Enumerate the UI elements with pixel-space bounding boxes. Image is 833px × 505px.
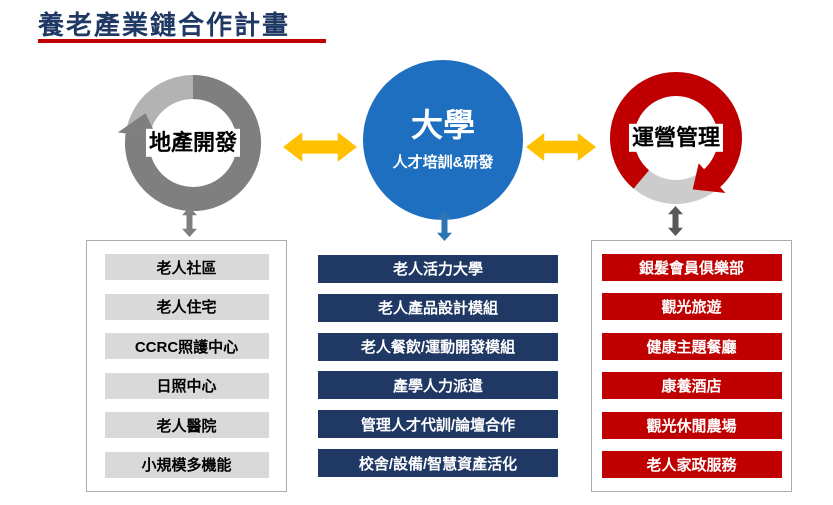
vertical-double-arrow-icon — [668, 206, 683, 236]
university-title: 大學 — [410, 106, 475, 143]
horizontal-double-arrow-icon — [283, 132, 357, 162]
real-estate-label: 地產開發 — [145, 128, 241, 158]
list-item: 觀光休閒農場 — [601, 411, 782, 439]
list-item: 小規模多機能 — [104, 451, 269, 478]
list-item: 康養酒店 — [601, 372, 782, 400]
vertical-double-arrow-icon — [182, 207, 197, 237]
operations-label: 運營管理 — [628, 123, 724, 153]
operations-panel: 銀髮會員俱樂部 觀光旅遊 健康主題餐廳 康養酒店 觀光休閒農場 老人家政服務 — [591, 240, 792, 492]
list-item: 銀髮會員俱樂部 — [601, 253, 782, 281]
list-item: 產學人力派遣 — [318, 371, 558, 400]
list-item: 老人活力大學 — [318, 254, 558, 283]
list-item: 老人家政服務 — [601, 451, 782, 479]
circular-arrow-gray-icon — [117, 75, 262, 211]
university-panel: 老人活力大學 老人產品設計模組 老人餐飲/運動開發模組 產學人力派遣 管理人才代… — [318, 244, 558, 488]
page-title: 養老產業鏈合作計畫 — [38, 10, 291, 40]
university-subtitle: 人才培訓&研發 — [392, 154, 494, 172]
real-estate-panel: 老人社區 老人住宅 CCRC照護中心 日照中心 老人醫院 小規模多機能 — [86, 240, 287, 492]
real-estate-circle: 地產開發 — [113, 63, 273, 223]
circular-arrow-red-icon — [610, 72, 742, 204]
list-item: 健康主題餐廳 — [601, 332, 782, 360]
list-item: 老人醫院 — [104, 412, 269, 439]
list-item: 觀光旅遊 — [601, 293, 782, 321]
list-item: 老人餐飲/運動開發模組 — [318, 332, 558, 361]
university-circle: 大學 人才培訓&研發 — [363, 60, 523, 220]
horizontal-double-arrow-icon — [526, 133, 596, 161]
list-item: 老人產品設計模組 — [318, 293, 558, 322]
list-item: 日照中心 — [104, 372, 269, 399]
title-underline — [38, 39, 326, 43]
list-item: CCRC照護中心 — [104, 333, 269, 360]
list-item: 老人住宅 — [104, 293, 269, 320]
list-item: 校舍/設備/智慧資產活化 — [318, 449, 558, 478]
vertical-double-arrow-icon — [437, 211, 452, 241]
operations-circle: 運營管理 — [598, 60, 754, 216]
list-item: 老人社區 — [104, 254, 269, 281]
list-item: 管理人才代訓/論壇合作 — [318, 410, 558, 439]
